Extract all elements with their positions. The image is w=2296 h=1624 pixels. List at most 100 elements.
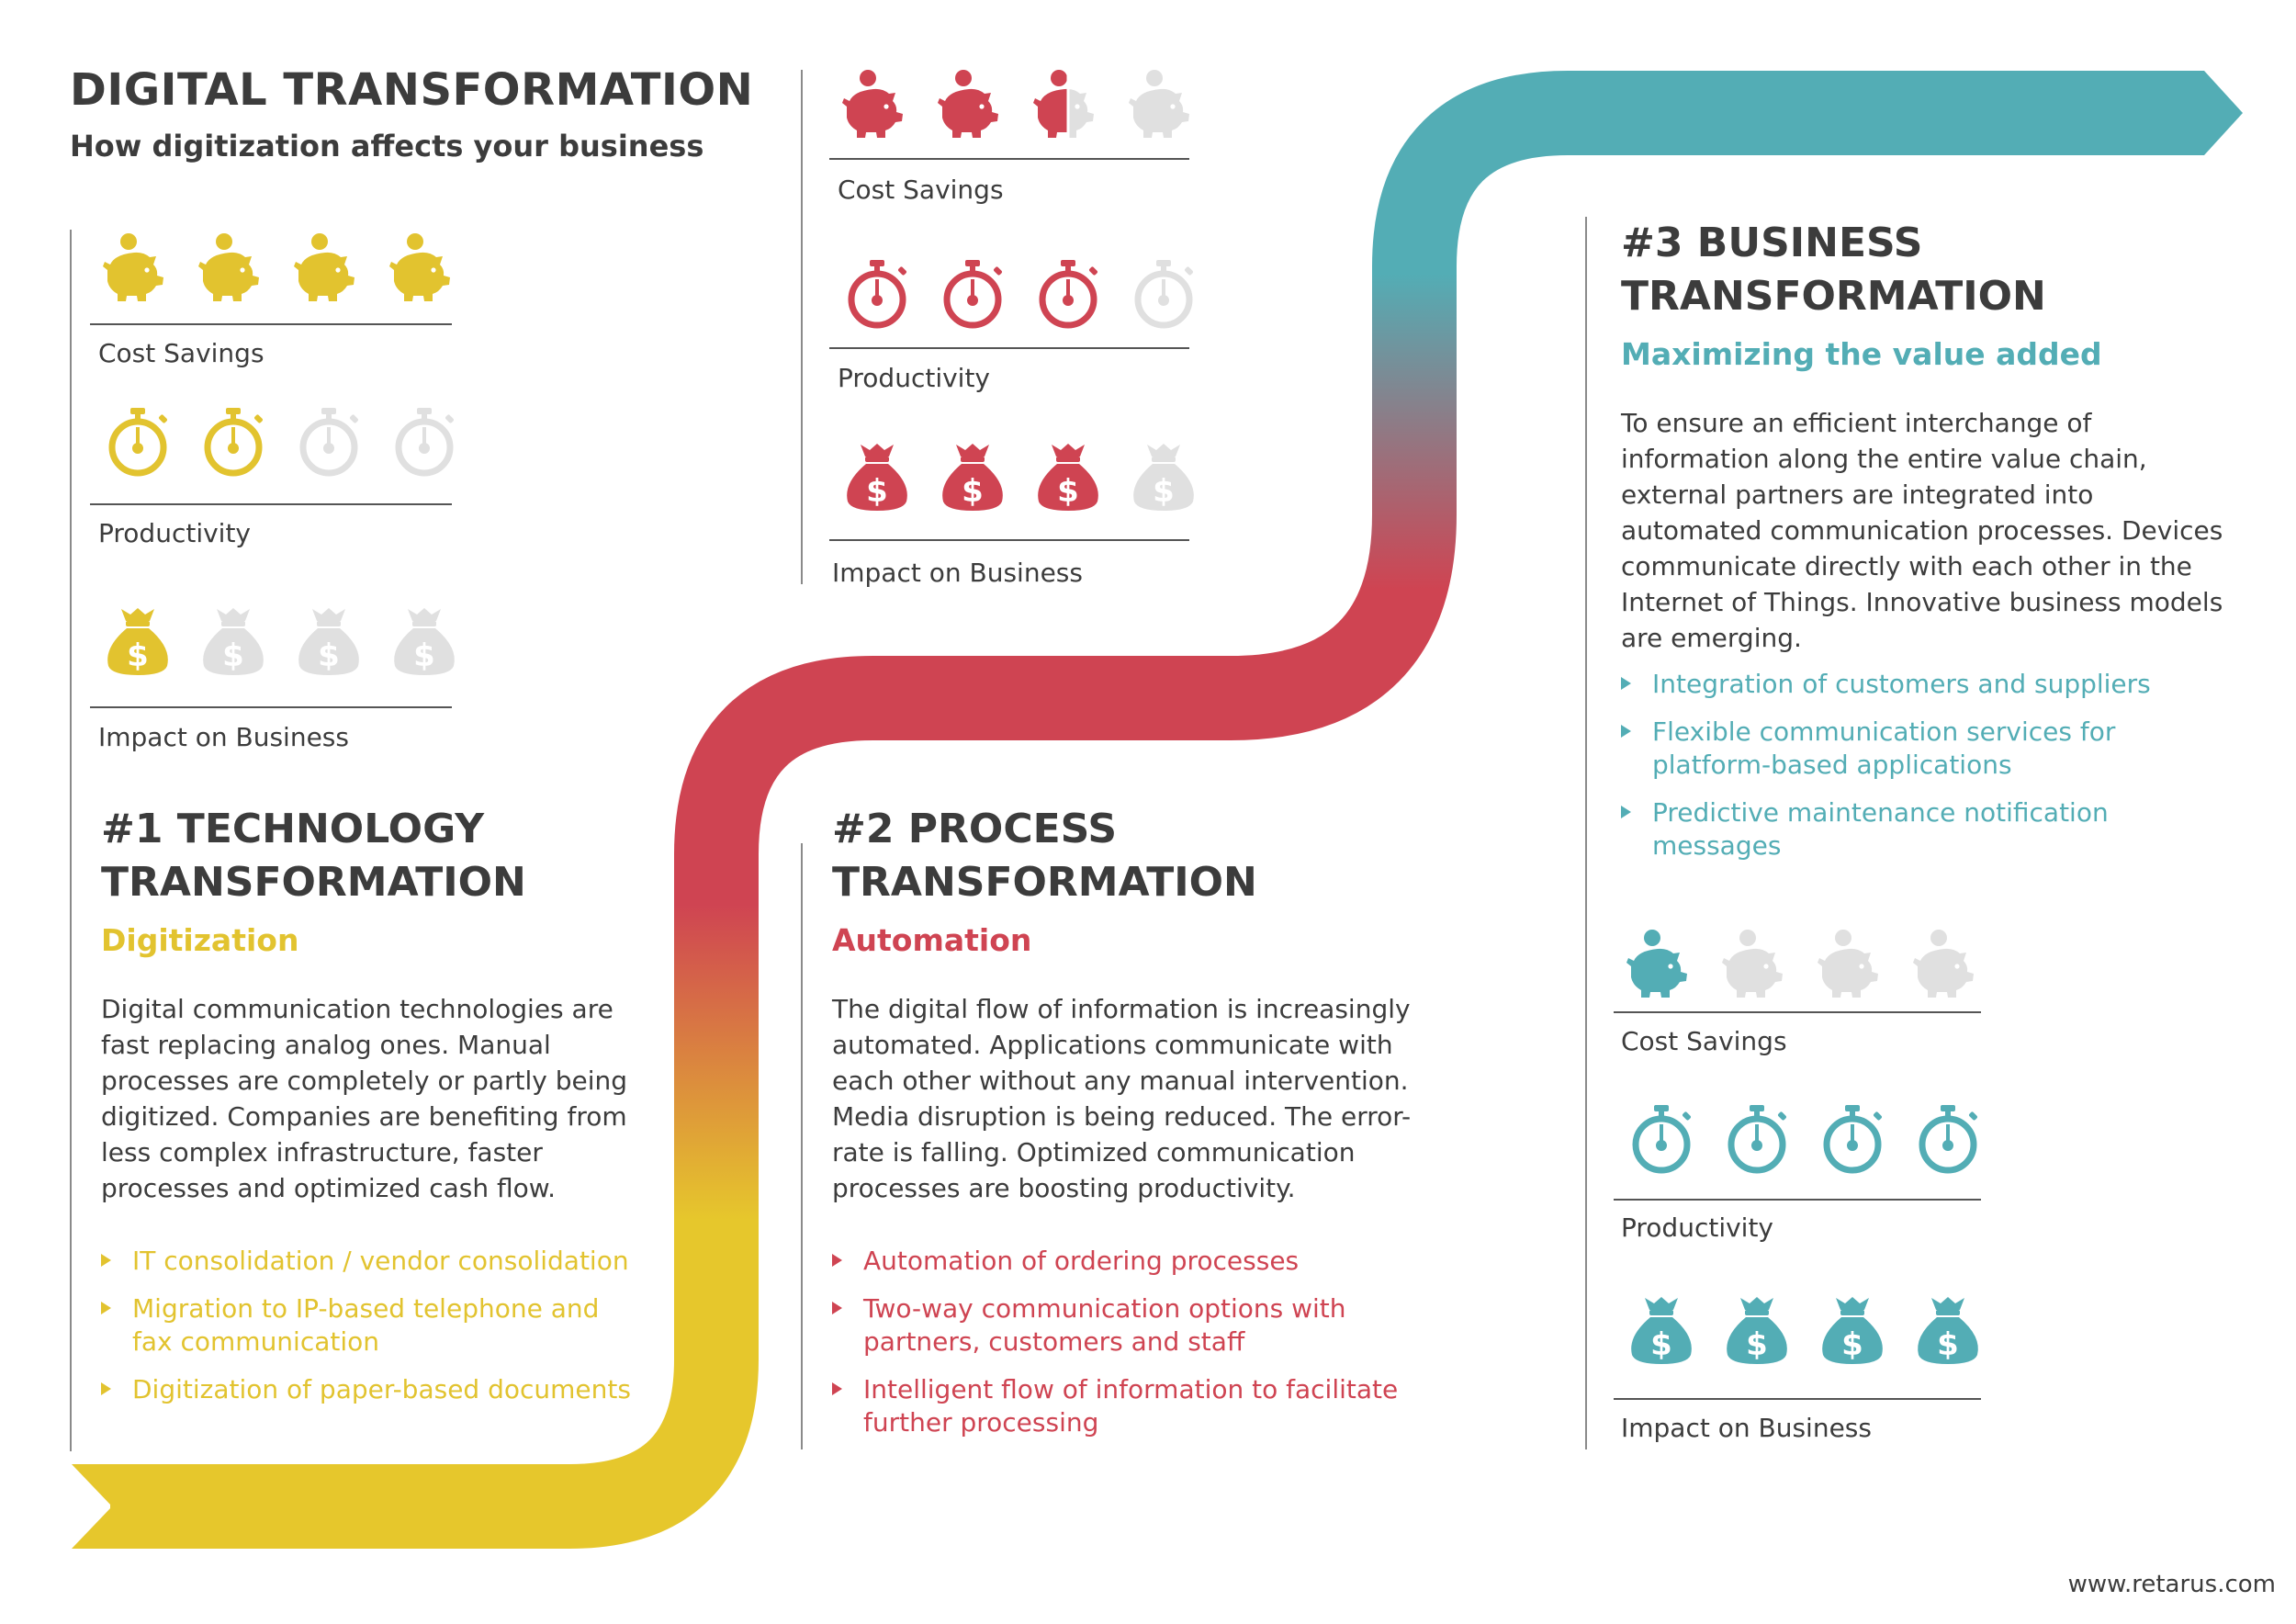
stage-2-title: #2 PROCESS TRANSFORMATION xyxy=(832,806,1257,906)
svg-text:$: $ xyxy=(1650,1326,1672,1363)
ribbon-band xyxy=(110,71,2167,1549)
stage-2-impact-rating: $ $ $ $ xyxy=(829,439,1211,513)
bullet-arrow-icon xyxy=(1621,677,1631,690)
bullet-item: Two-way communication options with partn… xyxy=(832,1292,1457,1359)
svg-text:$: $ xyxy=(1057,473,1079,510)
stage-3-productivity-label: Productivity xyxy=(1621,1212,1773,1243)
stopwatch-icon xyxy=(377,405,472,479)
stopwatch-icon xyxy=(1805,1102,1900,1176)
bullet-item: Automation of ordering processes xyxy=(832,1245,1457,1278)
bullet-text: Predictive maintenance notification mess… xyxy=(1652,797,2109,861)
piggy-bank-icon xyxy=(1020,66,1116,140)
piggy-bank-icon xyxy=(1900,926,1996,999)
bullet-arrow-icon xyxy=(1621,806,1631,818)
piggy-bank-icon xyxy=(829,66,925,140)
money-bag-icon: $ xyxy=(377,603,472,677)
footer-url: www.retarus.com xyxy=(2067,1571,2276,1598)
bullet-arrow-icon xyxy=(101,1254,111,1267)
piggy-bank-icon xyxy=(925,66,1020,140)
page-title: DIGITAL TRANSFORMATION xyxy=(70,64,754,116)
svg-text:$: $ xyxy=(1841,1326,1863,1363)
money-bag-icon: $ xyxy=(281,603,377,677)
bullet-item: Digitization of paper-based documents xyxy=(101,1373,643,1406)
money-bag-icon: $ xyxy=(829,439,925,513)
stage-2-impact-label: Impact on Business xyxy=(832,558,1083,588)
stopwatch-icon xyxy=(1116,257,1211,331)
stage-1-cost-savings-rule xyxy=(90,323,452,325)
bullet-text: IT consolidation / vendor consolidation xyxy=(132,1246,629,1276)
svg-text:$: $ xyxy=(1937,1326,1959,1363)
stopwatch-icon xyxy=(186,405,281,479)
stage-3-description: To ensure an efficient interchange of in… xyxy=(1621,408,2223,653)
ribbon-arrowhead xyxy=(2163,71,2243,155)
stage-3-impact-rating: $ $ $ $ xyxy=(1614,1292,1996,1366)
stage-2-divider-bottom xyxy=(801,843,803,1449)
stage-1-description: Digital communication technologies are f… xyxy=(101,994,628,1203)
stage-1-divider xyxy=(70,230,72,1451)
stage-3-cost-savings-rating xyxy=(1614,926,1996,999)
svg-text:$: $ xyxy=(127,637,149,674)
money-bag-icon: $ xyxy=(1116,439,1211,513)
bullet-text: Integration of customers and suppliers xyxy=(1652,669,2151,699)
money-bag-icon: $ xyxy=(186,603,281,677)
stage-3-productivity-rule xyxy=(1614,1199,1981,1201)
stage-1-title: #1 TECHNOLOGY TRANSFORMATION xyxy=(101,806,526,906)
stopwatch-icon xyxy=(829,257,925,331)
stage-1-impact-rating: $ $ $ $ xyxy=(90,603,472,677)
bullet-arrow-icon xyxy=(832,1302,842,1314)
svg-text:$: $ xyxy=(413,637,435,674)
piggy-bank-icon xyxy=(281,230,377,303)
stopwatch-icon xyxy=(1709,1102,1805,1176)
money-bag-icon: $ xyxy=(1709,1292,1805,1366)
svg-text:$: $ xyxy=(318,637,340,674)
stopwatch-icon xyxy=(1614,1102,1709,1176)
stage-1-subtitle: Digitization xyxy=(101,922,299,958)
bullet-arrow-icon xyxy=(1621,725,1631,738)
money-bag-icon: $ xyxy=(925,439,1020,513)
stage-3-impact-rule xyxy=(1614,1398,1981,1400)
stage-1-productivity-label: Productivity xyxy=(98,518,251,548)
stage-2-cost-savings-rating xyxy=(829,66,1211,140)
bullet-arrow-icon xyxy=(101,1382,111,1395)
bullet-arrow-icon xyxy=(101,1302,111,1314)
svg-text:$: $ xyxy=(222,637,244,674)
stage-1-productivity-rating xyxy=(90,405,472,479)
svg-text:$: $ xyxy=(1746,1326,1768,1363)
stage-2-productivity-rating xyxy=(829,257,1211,331)
piggy-bank-icon xyxy=(1614,926,1709,999)
money-bag-icon: $ xyxy=(1900,1292,1996,1366)
money-bag-icon: $ xyxy=(1020,439,1116,513)
svg-text:$: $ xyxy=(962,473,984,510)
stage-3-divider xyxy=(1585,217,1587,1449)
piggy-bank-icon xyxy=(1709,926,1805,999)
bullet-item: Integration of customers and suppliers xyxy=(1621,668,2227,701)
stage-2-description: The digital flow of information is incre… xyxy=(832,994,1412,1203)
money-bag-icon: $ xyxy=(90,603,186,677)
stopwatch-icon xyxy=(925,257,1020,331)
bullet-text: Intelligent flow of information to facil… xyxy=(863,1374,1399,1438)
stage-2-cost-savings-label: Cost Savings xyxy=(838,175,1004,205)
stage-2-cost-savings-rule xyxy=(829,158,1189,160)
money-bag-icon: $ xyxy=(1614,1292,1709,1366)
stage-1-cost-savings-label: Cost Savings xyxy=(98,338,264,368)
bullet-arrow-icon xyxy=(832,1382,842,1395)
piggy-bank-icon xyxy=(186,230,281,303)
stage-3-cost-savings-rule xyxy=(1614,1011,1981,1013)
stage-3-impact-label: Impact on Business xyxy=(1621,1413,1872,1443)
stopwatch-icon xyxy=(1020,257,1116,331)
bullet-text: Automation of ordering processes xyxy=(863,1246,1300,1276)
stage-2-productivity-rule xyxy=(829,347,1189,349)
stage-3-title: #3 BUSINESS TRANSFORMATION xyxy=(1621,220,2046,320)
bullet-text: Digitization of paper-based documents xyxy=(132,1374,631,1404)
stage-1-impact-label: Impact on Business xyxy=(98,722,349,752)
money-bag-icon: $ xyxy=(1805,1292,1900,1366)
stage-2-subtitle: Automation xyxy=(832,922,1032,958)
stopwatch-icon xyxy=(281,405,377,479)
stage-3-subtitle: Maximizing the value added xyxy=(1621,336,2102,372)
bullet-item: Intelligent flow of information to facil… xyxy=(832,1373,1457,1439)
stopwatch-icon xyxy=(1900,1102,1996,1176)
bullet-item: Flexible communication services for plat… xyxy=(1621,716,2227,782)
stage-1-productivity-rule xyxy=(90,503,452,505)
stage-2-productivity-label: Productivity xyxy=(838,363,990,393)
